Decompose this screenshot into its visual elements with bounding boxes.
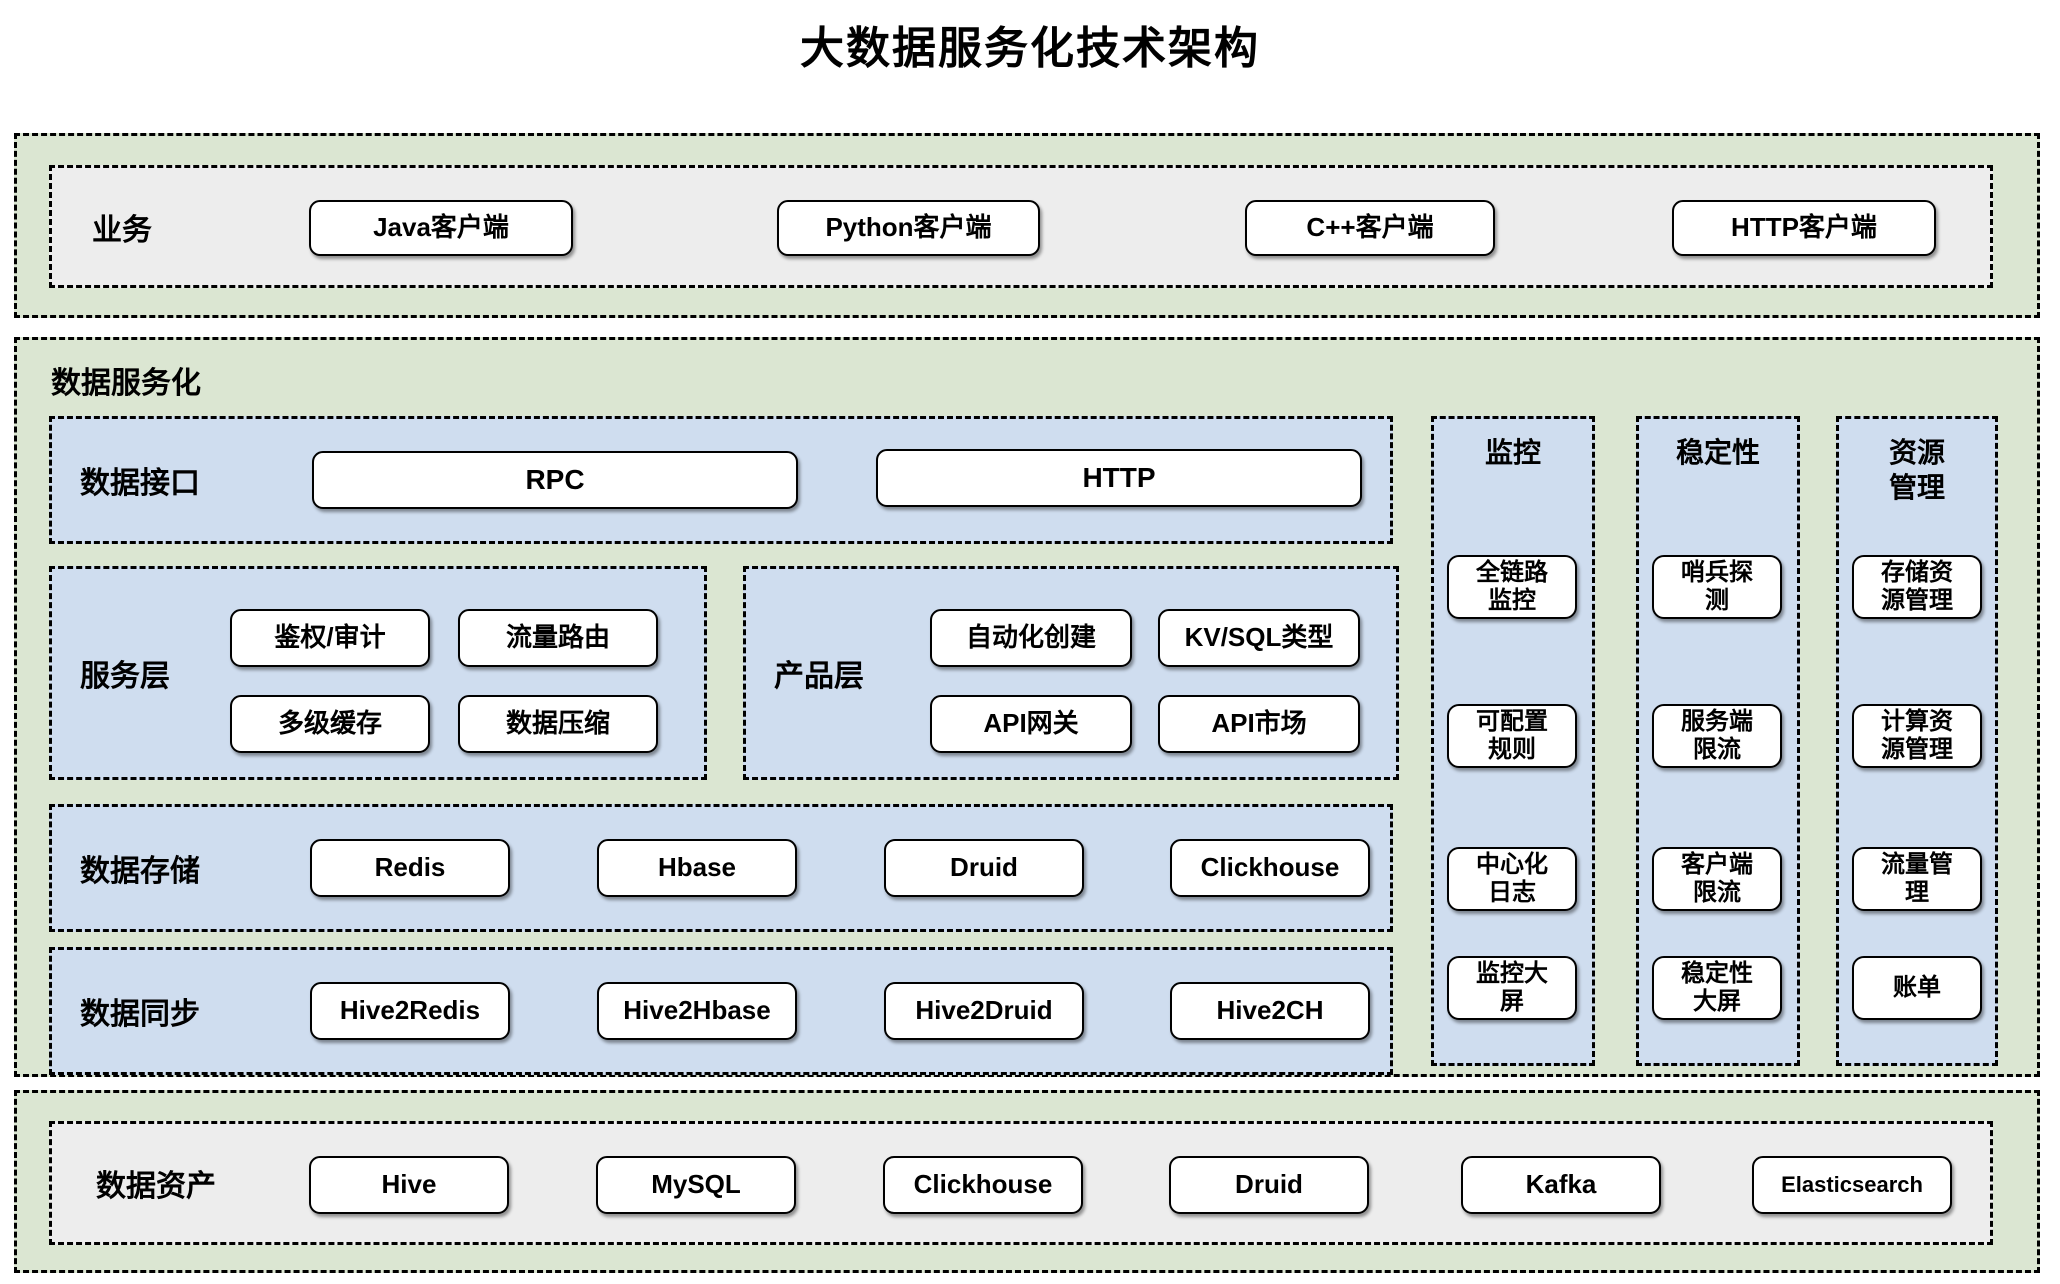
- panel-service-layer-label: 服务层: [80, 660, 170, 693]
- column-stability-label: 稳定性: [1675, 437, 1760, 468]
- node-centralized-logs: 中心化日志: [1447, 847, 1577, 911]
- node-http: HTTP: [876, 449, 1362, 507]
- column-resource-management: 资源管理 存储资源管理 计算资源管理 流量管理 账单: [1836, 416, 1998, 1066]
- band-data-service: 数据服务化 数据接口 RPC HTTP 服务层 鉴权/审计 流量路由 多级缓存 …: [14, 337, 2040, 1077]
- band-data-service-label: 数据服务化: [51, 367, 201, 400]
- node-storage-resource-mgmt: 存储资源管理: [1852, 555, 1982, 619]
- node-hbase: Hbase: [597, 839, 797, 897]
- node-clickhouse-asset: Clickhouse: [883, 1156, 1083, 1214]
- node-mysql: MySQL: [596, 1156, 796, 1214]
- node-billing: 账单: [1852, 956, 1982, 1020]
- band-business: 业务 Java客户端 Python客户端 C++客户端 HTTP客户端: [14, 133, 2040, 318]
- node-stability-dashboard: 稳定性大屏: [1652, 956, 1782, 1020]
- node-python-client: Python客户端: [777, 200, 1040, 256]
- node-sentinel-probe: 哨兵探测: [1652, 555, 1782, 619]
- band-data-assets-label: 数据资产: [96, 1170, 216, 1203]
- panel-data-storage: 数据存储 Redis Hbase Druid Clickhouse: [49, 804, 1393, 932]
- node-auth-audit: 鉴权/审计: [230, 609, 430, 667]
- column-monitoring: 监控 全链路监控 可配置规则 中心化日志 监控大屏: [1431, 416, 1595, 1066]
- node-redis: Redis: [310, 839, 510, 897]
- column-resource-management-label: 资源管理: [1888, 437, 1945, 503]
- panel-data-interface-label: 数据接口: [80, 467, 200, 500]
- node-hive: Hive: [309, 1156, 509, 1214]
- column-monitoring-label: 监控: [1484, 437, 1541, 468]
- node-hive2druid: Hive2Druid: [884, 982, 1084, 1040]
- node-rpc: RPC: [312, 451, 798, 509]
- node-java-client: Java客户端: [309, 200, 573, 256]
- node-clickhouse: Clickhouse: [1170, 839, 1370, 897]
- panel-data-sync: 数据同步 Hive2Redis Hive2Hbase Hive2Druid Hi…: [49, 947, 1393, 1075]
- page-title: 大数据服务化技术架构: [800, 24, 1260, 73]
- node-traffic-routing: 流量路由: [458, 609, 658, 667]
- panel-data-storage-label: 数据存储: [80, 855, 200, 888]
- node-server-rate-limit: 服务端限流: [1652, 704, 1782, 768]
- node-elasticsearch: Elasticsearch: [1752, 1156, 1952, 1214]
- node-monitoring-dashboard: 监控大屏: [1447, 956, 1577, 1020]
- node-fullchain-monitoring: 全链路监控: [1447, 555, 1577, 619]
- node-auto-creation: 自动化创建: [930, 609, 1132, 667]
- column-stability: 稳定性 哨兵探测 服务端限流 客户端限流 稳定性大屏: [1636, 416, 1800, 1066]
- panel-data-interface: 数据接口 RPC HTTP: [49, 416, 1393, 544]
- node-traffic-management: 流量管理: [1852, 847, 1982, 911]
- node-kv-sql-type: KV/SQL类型: [1158, 609, 1360, 667]
- node-client-rate-limit: 客户端限流: [1652, 847, 1782, 911]
- node-hive2hbase: Hive2Hbase: [597, 982, 797, 1040]
- node-druid: Druid: [884, 839, 1084, 897]
- node-api-gateway: API网关: [930, 695, 1132, 753]
- band-data-assets-inner: 数据资产 Hive MySQL Clickhouse Druid Kafka E…: [49, 1121, 1993, 1245]
- node-hive2redis: Hive2Redis: [310, 982, 510, 1040]
- band-data-assets: 数据资产 Hive MySQL Clickhouse Druid Kafka E…: [14, 1090, 2040, 1273]
- panel-product-layer: 产品层 自动化创建 KV/SQL类型 API网关 API市场: [743, 566, 1399, 780]
- band-business-inner: 业务 Java客户端 Python客户端 C++客户端 HTTP客户端: [49, 165, 1993, 288]
- panel-service-layer: 服务层 鉴权/审计 流量路由 多级缓存 数据压缩: [49, 566, 707, 780]
- node-multilevel-cache: 多级缓存: [230, 695, 430, 753]
- node-cpp-client: C++客户端: [1245, 200, 1495, 256]
- node-configurable-rules: 可配置规则: [1447, 704, 1577, 768]
- panel-data-sync-label: 数据同步: [80, 998, 200, 1031]
- node-hive2ch: Hive2CH: [1170, 982, 1370, 1040]
- panel-product-layer-label: 产品层: [774, 660, 864, 693]
- node-compute-resource-mgmt: 计算资源管理: [1852, 704, 1982, 768]
- node-api-market: API市场: [1158, 695, 1360, 753]
- band-business-label: 业务: [92, 213, 152, 247]
- node-http-client: HTTP客户端: [1672, 200, 1936, 256]
- node-kafka: Kafka: [1461, 1156, 1661, 1214]
- node-druid-asset: Druid: [1169, 1156, 1369, 1214]
- node-data-compression: 数据压缩: [458, 695, 658, 753]
